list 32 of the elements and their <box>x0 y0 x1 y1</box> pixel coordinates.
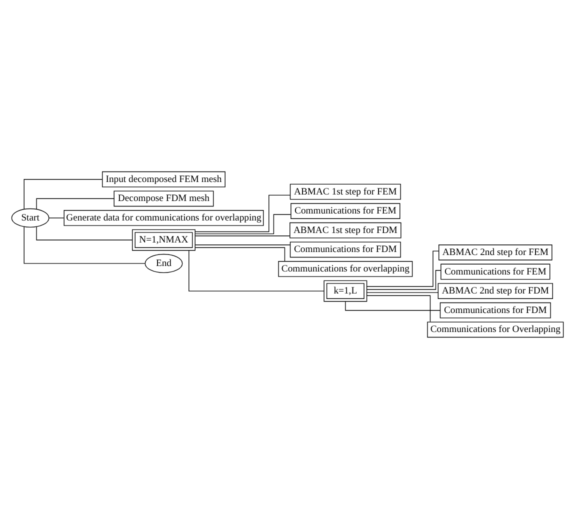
node-box: Communications for Overlapping <box>427 321 564 338</box>
connector <box>194 235 290 236</box>
node-box: Communications for FEM <box>440 263 550 280</box>
node-box: Decompose FDM mesh <box>114 190 214 206</box>
node-box: ABMAC 1st step for FEM <box>290 183 401 200</box>
node-box: Communications for FDM <box>290 241 401 258</box>
connector <box>188 250 324 291</box>
node-box: Communications for overlapping <box>278 260 413 276</box>
connector <box>194 214 292 234</box>
connector <box>366 294 431 322</box>
node-box: k=1,L <box>324 280 368 302</box>
node-box: ABMAC 1st step for FDM <box>290 222 402 238</box>
node-box: ABMAC 2nd step for FEM <box>438 244 552 260</box>
node-box: Communications for FEM <box>290 202 400 218</box>
connector <box>194 246 286 262</box>
connector <box>24 226 146 264</box>
connector <box>194 244 290 245</box>
node-box: N=1,NMAX <box>132 228 196 250</box>
connector <box>36 198 114 210</box>
node-box: ABMAC 2nd step for FDM <box>438 282 553 298</box>
connector <box>366 270 442 290</box>
node-box: Generate data for communications for overlapping <box>64 210 264 226</box>
connector <box>194 194 291 232</box>
node-ellipse: End <box>144 253 183 273</box>
connector <box>24 178 103 210</box>
connector <box>345 300 441 310</box>
node-box: Input decomposed FEM mesh <box>102 170 226 187</box>
node-box: Communications for FDM <box>440 302 551 318</box>
connector <box>366 250 440 286</box>
connector <box>48 217 64 218</box>
connector <box>36 226 133 240</box>
node-ellipse: Start <box>11 208 50 228</box>
